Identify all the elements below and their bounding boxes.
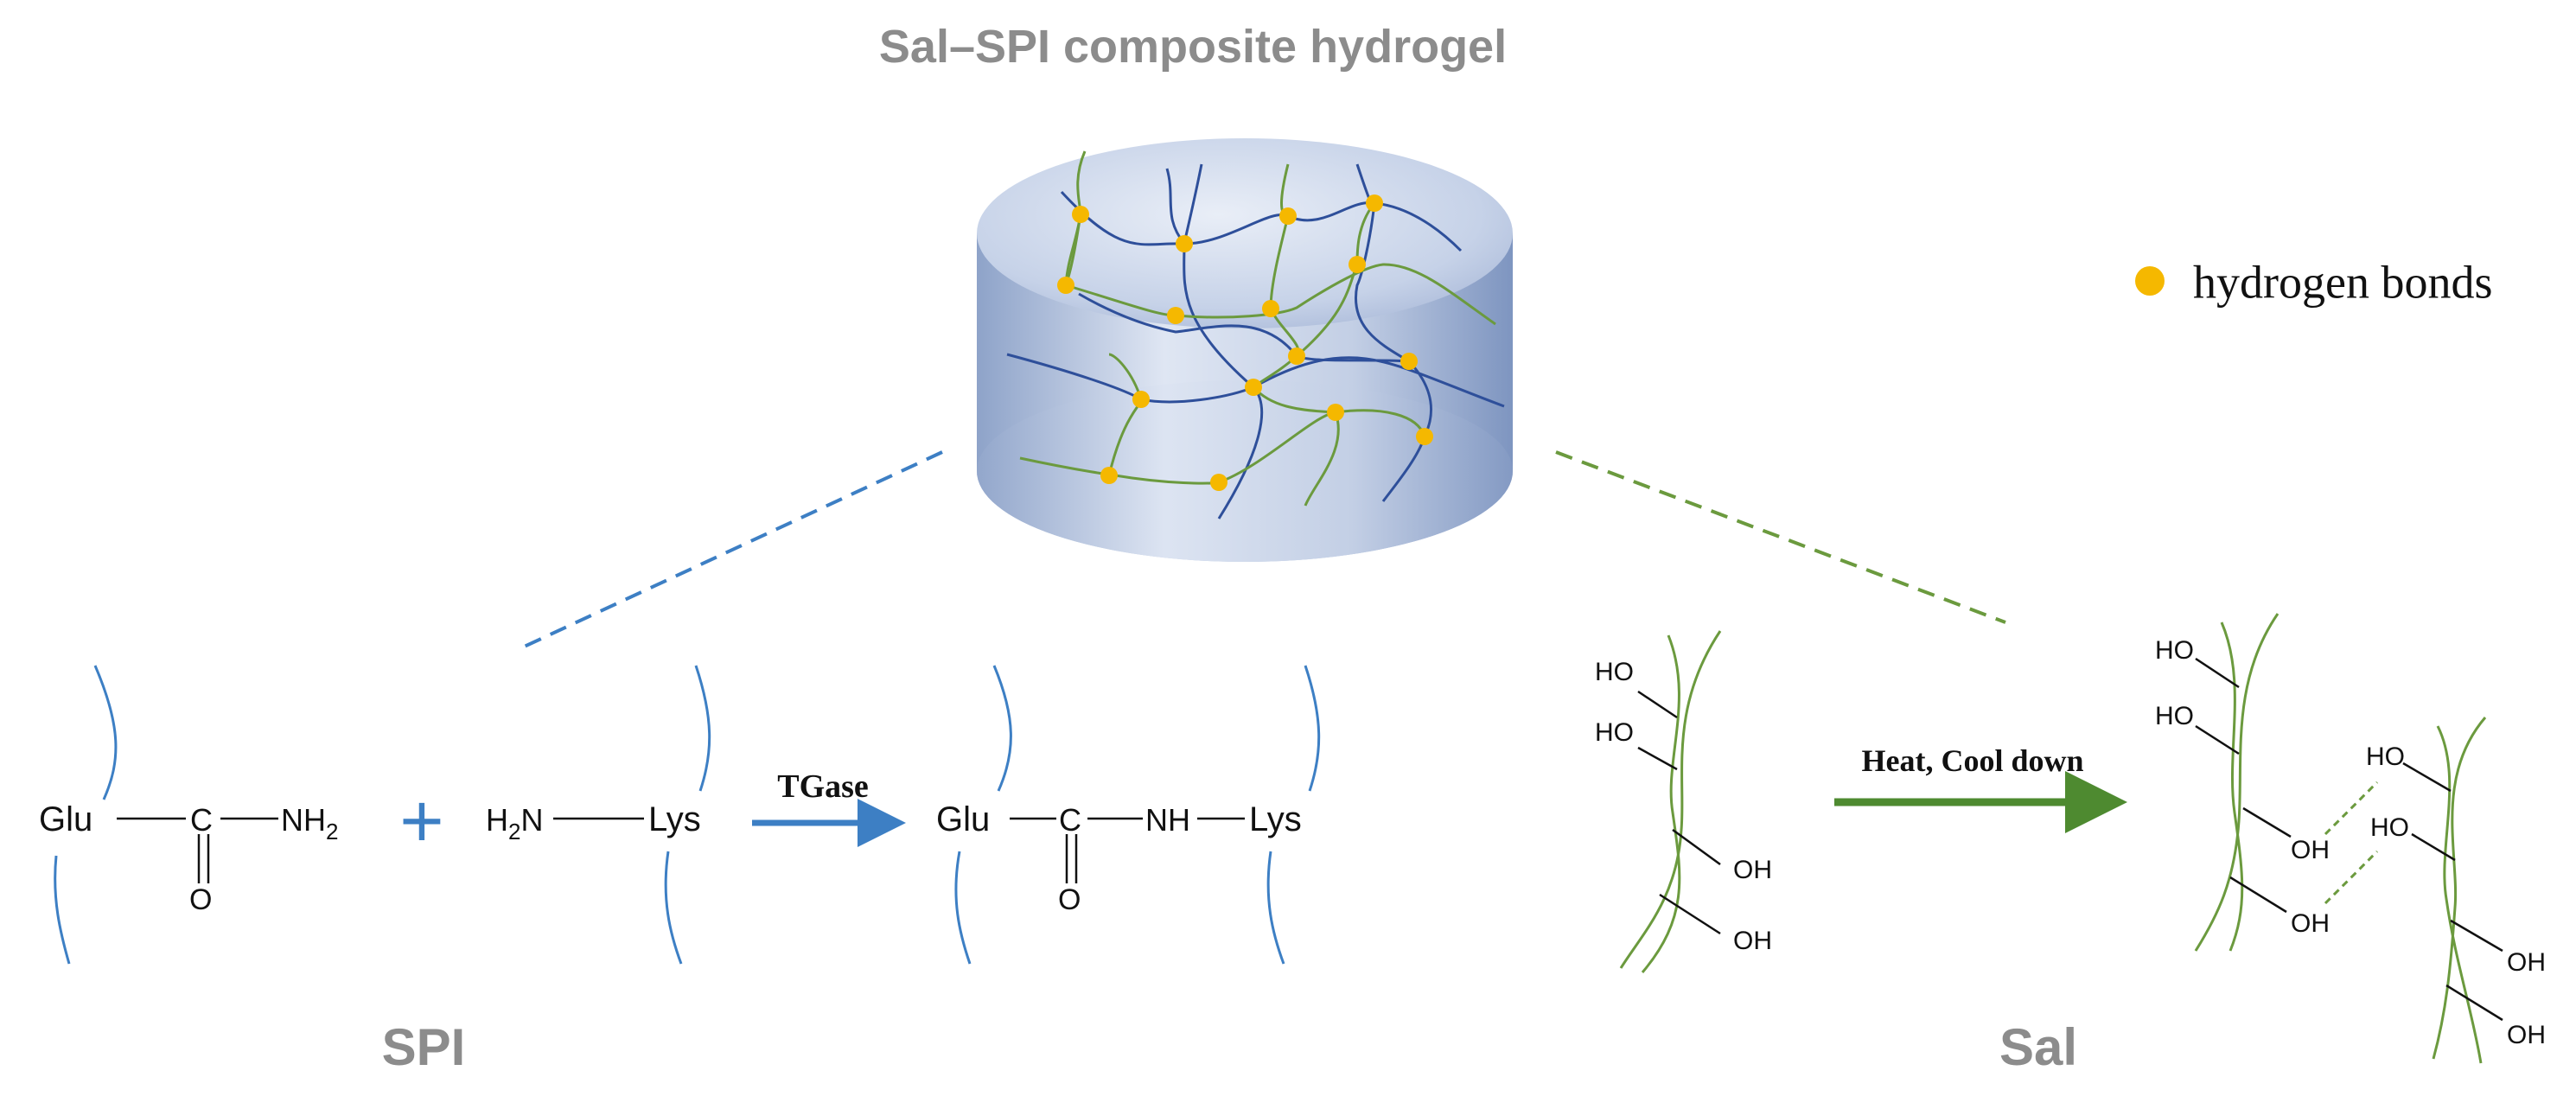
pair-oh-label-3: OH [2507,948,2546,977]
sal-oh-label-2: OH [1733,927,1772,955]
hbond-dash-2 [2324,850,2379,905]
carbon-label: C [190,802,213,838]
tgase-arrow: TGase [752,768,906,847]
pair-oh-label-1: OH [2291,836,2330,864]
sal-panel-label: Sal [1999,1018,2077,1076]
sal-single-chain: HO HO OH OH [1595,630,1772,973]
hbond-dash-1 [2324,781,2379,836]
legend-label: hydrogen bonds [2193,256,2492,308]
oxygen-label: O [189,883,212,916]
glu-label: Glu [39,800,92,838]
lys-label: Lys [648,800,701,838]
product-carbon-label: C [1059,802,1081,838]
product-glu-label: Glu [936,800,990,838]
diagram-title: Sal–SPI composite hydrogel [879,21,1507,73]
product-oxygen-label: O [1058,883,1081,916]
spi-connector-line [516,450,943,652]
tgase-label: TGase [777,768,869,805]
hydrogel-disc-icon [977,138,1513,562]
heat-cool-arrow: Heat, Cool down [1834,743,2127,833]
product-nh-label: NH [1145,802,1190,838]
plus-sign: + [399,778,443,864]
product-lys-label: Lys [1249,800,1302,838]
h2n-label: H2N [486,802,543,844]
pair-oh-label-2: OH [2291,909,2330,938]
pair-ho-label-1: HO [2155,636,2194,665]
hydrogen-bond-dot-icon [2135,266,2165,296]
pair-ho-label-3: HO [2366,743,2405,771]
pair-ho-label-2: HO [2155,702,2194,730]
sal-oh-label-1: OH [1733,856,1772,884]
heat-cool-label: Heat, Cool down [1861,743,2083,778]
pair-oh-label-4: OH [2507,1021,2546,1049]
pair-ho-label-4: HO [2370,813,2409,842]
sal-connector-line [1555,450,2006,624]
spi-product: Glu C O NH Lys [936,665,1321,965]
spi-panel-label: SPI [382,1018,466,1076]
network-hydrogen-bonds [1057,194,1433,491]
spi-reactant-1: Glu C O NH2 [39,665,338,965]
amine-label: NH2 [281,802,338,844]
sal-ho-label-2: HO [1595,718,1634,747]
sal-paired-chains: HO HO OH OH HO HO OH OH [2155,613,2546,1064]
sal-ho-label-1: HO [1595,658,1634,686]
spi-reactant-2: H2N Lys [486,665,711,965]
